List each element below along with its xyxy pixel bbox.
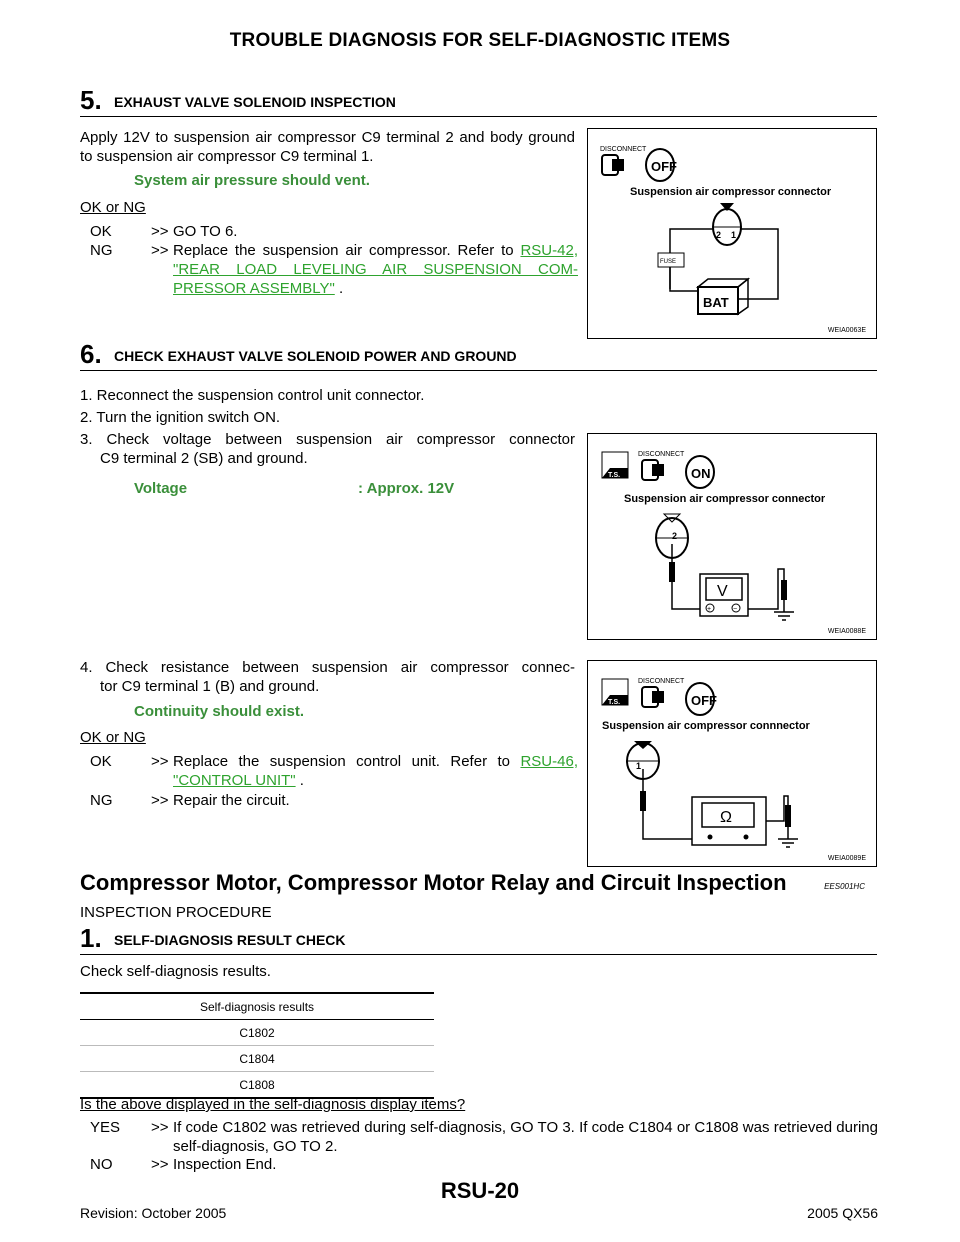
connector-plug-icon: [712, 203, 742, 246]
ignition-off-icon: OFF: [645, 148, 677, 182]
step-5-result-ok: OK >> GO TO 6.: [90, 223, 238, 240]
step-6-item-4: 4. Check resistance between suspension a…: [80, 659, 575, 676]
figure-id: WEIA0089E: [827, 855, 866, 862]
step-1-instruction: Check self-diagnosis results.: [80, 963, 271, 980]
step-6-item-3-cont: C9 terminal 2 (SB) and ground.: [100, 450, 308, 467]
svg-text:+: +: [707, 606, 711, 613]
svg-text:Suspension air compressor conn: Suspension air compressor connector: [624, 493, 826, 505]
step-6-item-3: 3. Check voltage between suspension air …: [80, 431, 575, 448]
svg-text:1: 1: [636, 761, 641, 771]
svg-text:−: −: [733, 606, 737, 613]
ground-icon: [774, 600, 794, 621]
svg-text:FUSE: FUSE: [660, 259, 676, 265]
table-header: Self-diagnosis results: [80, 992, 434, 1020]
svg-text:1: 1: [731, 230, 736, 240]
section-code: EES001HC: [824, 882, 865, 891]
step-5-instruction: Apply 12V to suspension air compressor C…: [80, 129, 575, 165]
ignition-on-icon: ON: [685, 455, 715, 489]
figure-id: WEIA0088E: [827, 628, 866, 635]
connector-icon: [641, 459, 664, 481]
ts-icon: T.S.: [601, 678, 629, 706]
step-title: EXHAUST VALVE SOLENOID INSPECTION: [114, 94, 396, 110]
step-5-question: OK or NG: [80, 199, 146, 216]
svg-text:2: 2: [716, 230, 721, 240]
step-6-item-1: 1. Reconnect the suspension control unit…: [80, 387, 425, 404]
step-1-result-yes: YES >> If code C1802 was retrieved durin…: [90, 1119, 878, 1155]
svg-text:T.S.: T.S.: [608, 472, 620, 479]
step-number: 5.: [80, 85, 102, 115]
step-5-spec: System air pressure should vent.: [134, 172, 370, 189]
svg-text:T.S.: T.S.: [608, 699, 620, 706]
voltage-diagram: T.S. DISCONNECT ON Suspension air compre…: [601, 451, 826, 621]
table-row: C1808: [80, 1071, 434, 1099]
figure-exhaust-valve: DISCONNECT OFF Suspension air compressor…: [587, 128, 877, 339]
svg-text:Suspension air compressor conn: Suspension air compressor connnector: [602, 720, 811, 732]
svg-text:DISCONNECT: DISCONNECT: [600, 146, 647, 153]
connector-icon: [601, 154, 624, 176]
page-number: RSU-20: [440, 1178, 520, 1203]
ohmmeter-icon: Ω: [691, 796, 767, 846]
step-number: 6.: [80, 339, 102, 369]
figure-voltage-check: T.S. DISCONNECT ON Suspension air compre…: [587, 433, 877, 640]
step-1-result-no: NO >> Inspection End.: [90, 1156, 277, 1173]
step-number: 1.: [80, 923, 102, 953]
svg-text:ON: ON: [691, 466, 711, 481]
ts-icon: T.S.: [601, 451, 629, 479]
voltage-spec-label: Voltage: [134, 480, 188, 497]
connector-icon: [641, 686, 664, 708]
continuity-diagram: T.S. DISCONNECT OFF Suspension air compr…: [601, 678, 811, 848]
svg-text:V: V: [717, 583, 728, 600]
self-diagnosis-table: Self-diagnosis results C1802 C1804 C1808: [80, 992, 434, 1099]
section-title: Compressor Motor, Compressor Motor Relay…: [80, 870, 787, 895]
page-title: TROUBLE DIAGNOSIS FOR SELF-DIAGNOSTIC IT…: [229, 30, 731, 51]
fuse-icon: [657, 252, 685, 268]
step-5-heading: 5. EXHAUST VALVE SOLENOID INSPECTION: [80, 86, 877, 117]
step-1-question: Is the above displayed in the self-diagn…: [80, 1096, 466, 1113]
step-1-heading: 1. SELF-DIAGNOSIS RESULT CHECK: [80, 924, 877, 955]
continuity-spec: Continuity should exist.: [134, 703, 305, 720]
svg-text:2: 2: [672, 531, 677, 541]
step-6-item-4-cont: tor C9 terminal 1 (B) and ground.: [100, 678, 320, 695]
svg-text:OFF: OFF: [651, 159, 677, 174]
voltmeter-icon: V + −: [699, 573, 749, 617]
figure-continuity-check: T.S. DISCONNECT OFF Suspension air compr…: [587, 660, 877, 867]
step-6-item-2: 2. Turn the ignition switch ON.: [80, 409, 281, 426]
step-title: SELF-DIAGNOSIS RESULT CHECK: [114, 932, 346, 948]
model-name: 2005 QX56: [807, 1205, 878, 1221]
revision-date: Revision: October 2005: [80, 1205, 227, 1221]
section-subtitle: INSPECTION PROCEDURE: [80, 904, 272, 921]
svg-text:DISCONNECT: DISCONNECT: [638, 451, 685, 458]
step-6-heading: 6. CHECK EXHAUST VALVE SOLENOID POWER AN…: [80, 340, 877, 371]
svg-text:BAT: BAT: [703, 295, 729, 310]
link-rsu-42[interactable]: RSU-42, "REAR LOAD LEVELING AIR SUSPENSI…: [173, 242, 578, 297]
wiring-diagram: DISCONNECT OFF Suspension air compressor…: [600, 146, 832, 316]
voltage-spec-value: : Approx. 12V: [358, 480, 455, 497]
step-title: CHECK EXHAUST VALVE SOLENOID POWER AND G…: [114, 348, 517, 364]
figure-id: WEIA0063E: [827, 327, 866, 334]
ground-icon: [778, 827, 798, 848]
link-rsu-46[interactable]: RSU-46, "CONTROL UNIT": [173, 753, 578, 789]
step-6-result-ok: OK >> Replace the suspension control uni…: [90, 753, 578, 789]
table-row: C1804: [80, 1045, 434, 1072]
battery-icon: BAT: [695, 277, 751, 316]
ignition-off-icon: OFF: [685, 682, 717, 716]
step-6-result-ng: NG >> Repair the circuit.: [90, 792, 290, 809]
svg-text:OFF: OFF: [691, 693, 717, 708]
svg-text:Ω: Ω: [720, 809, 732, 826]
svg-text:Suspension air compressor conn: Suspension air compressor connector: [630, 186, 832, 198]
step-5-result-ng: NG >> Replace the suspension air compres…: [90, 242, 578, 297]
svg-text:DISCONNECT: DISCONNECT: [638, 678, 685, 685]
step-6-question: OK or NG: [80, 729, 146, 746]
table-row: C1802: [80, 1019, 434, 1046]
